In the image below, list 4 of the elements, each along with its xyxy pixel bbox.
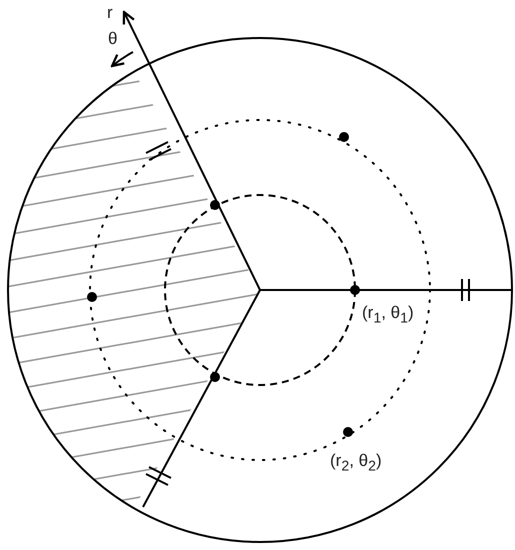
- axis-label: r: [107, 4, 113, 21]
- point-label: (r$_{2}$, θ$_{2}$): [330, 452, 382, 474]
- point-label: (r$_{1}$, θ$_{1}$): [362, 304, 414, 326]
- angle-label: θ: [108, 30, 118, 47]
